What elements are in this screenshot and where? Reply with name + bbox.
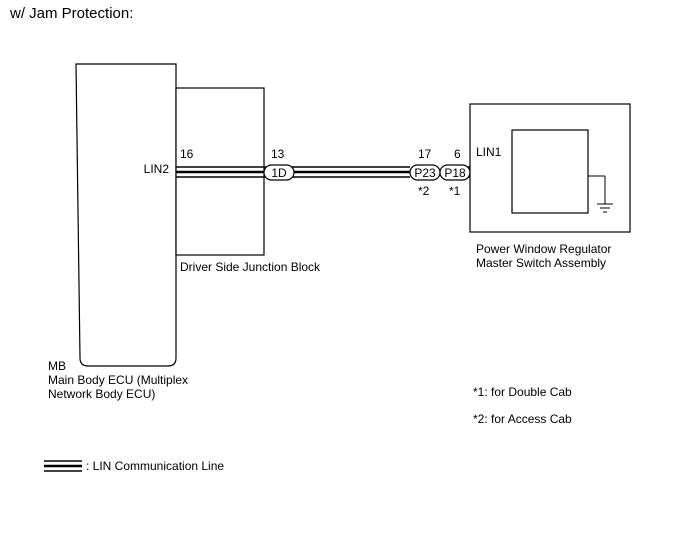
lin-line-segment-2: [292, 166, 410, 178]
connector-p23-label: P23: [414, 166, 436, 180]
page-title: w/ Jam Protection:: [9, 5, 133, 22]
ecu-name-line2: Network Body ECU): [48, 387, 155, 401]
p18-note: *1: [449, 184, 461, 198]
ecu-name-line1: Main Body ECU (Multiplex: [48, 373, 188, 387]
p23-pin-number: 17: [418, 147, 432, 161]
p18-pin-number: 6: [454, 147, 461, 161]
note-access-cab: *2: for Access Cab: [473, 412, 572, 426]
note-double-cab: *1: for Double Cab: [473, 385, 572, 399]
switch-pin-label: LIN1: [476, 145, 502, 159]
ground-icon: [588, 175, 613, 213]
main-body-ecu-box: [75, 63, 177, 367]
connector-1d-label: 1D: [271, 166, 287, 180]
connector-p18-label: P18: [444, 166, 466, 180]
master-switch-inner-box: [511, 129, 589, 214]
junction-pin-number: 13: [271, 147, 285, 161]
switch-name-line1: Power Window Regulator: [476, 242, 611, 256]
legend-lin-line-icon: [44, 460, 82, 472]
ecu-pin-number: 16: [180, 147, 194, 161]
p23-note: *2: [418, 184, 430, 198]
switch-name-line2: Master Switch Assembly: [476, 256, 606, 270]
legend-label: : LIN Communication Line: [86, 459, 224, 473]
junction-block-name: Driver Side Junction Block: [180, 260, 321, 274]
ecu-pin-label: LIN2: [144, 162, 170, 176]
connector-1d: [263, 164, 295, 181]
lin-line-segment-1: [176, 166, 266, 178]
ecu-code: MB: [48, 359, 66, 373]
